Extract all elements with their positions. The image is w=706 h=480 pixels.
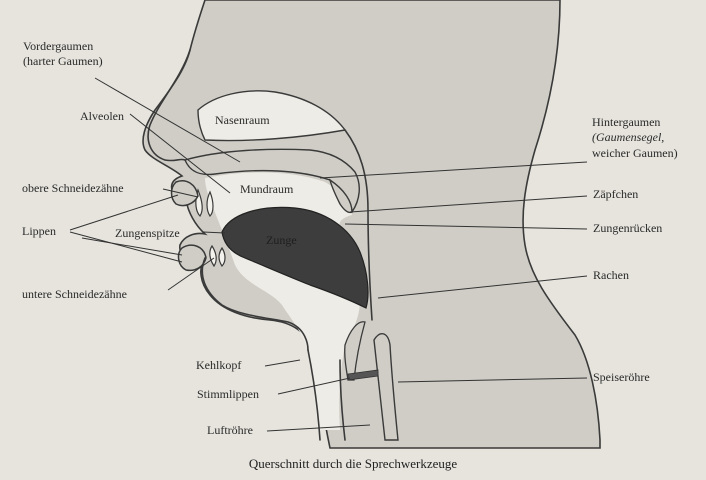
label-zungenspitze: Zungenspitze	[115, 226, 180, 240]
label-stimmlippen: Stimmlippen	[197, 387, 259, 401]
label-zaepfchen: Zäpfchen	[593, 187, 638, 201]
label-alveolen: Alveolen	[80, 109, 124, 123]
label-mundraum: Mundraum	[240, 182, 294, 196]
label-speiseroehre: Speiseröhre	[593, 370, 650, 384]
label-hintergaumen-2: (Gaumensegel,	[592, 130, 664, 144]
label-zungenruecken: Zungenrücken	[593, 221, 662, 235]
label-luftroehre: Luftröhre	[207, 423, 253, 437]
label-untere-schneidezaehne: untere Schneidezähne	[22, 287, 127, 301]
label-nasenraum: Nasenraum	[215, 113, 270, 127]
diagram-caption: Querschnitt durch die Sprechwerkzeuge	[249, 456, 458, 471]
label-rachen: Rachen	[593, 268, 629, 282]
label-vordergaumen-2: (harter Gaumen)	[23, 54, 103, 68]
label-kehlkopf: Kehlkopf	[196, 358, 241, 372]
label-vordergaumen-1: Vordergaumen	[23, 39, 93, 53]
label-zunge: Zunge	[266, 233, 297, 247]
label-hintergaumen-1: Hintergaumen	[592, 115, 660, 129]
label-obere-schneidezaehne: obere Schneidezähne	[22, 181, 124, 195]
label-hintergaumen-3: weicher Gaumen)	[592, 146, 678, 160]
head-silhouette	[143, 0, 600, 448]
label-lippen: Lippen	[22, 224, 56, 238]
